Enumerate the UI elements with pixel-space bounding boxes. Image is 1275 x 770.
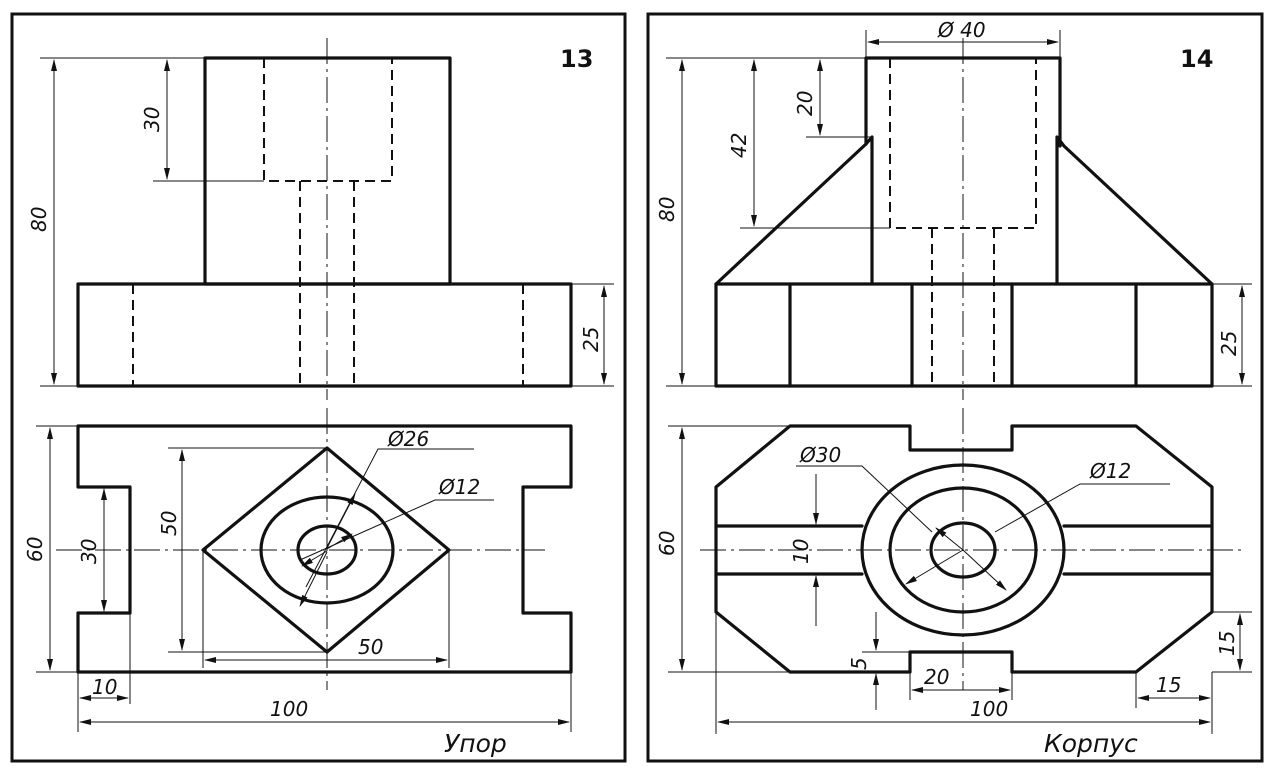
- dim-42-label: 42: [727, 133, 751, 158]
- dim-5-label: 5: [847, 657, 871, 670]
- dia-30-arrow-c: [962, 549, 1007, 591]
- dim-60-label: 60: [655, 531, 679, 556]
- dia-30-label: Ø30: [799, 443, 841, 467]
- counterbore-hidden-lines: [263, 58, 393, 182]
- panel-13-dimensions: 80 30 25 60 30 50 50 Ø26: [23, 57, 614, 732]
- panel-13-upor: 13 80 30: [10, 12, 627, 763]
- dim-10-label: 10: [789, 539, 813, 564]
- panel-14-front-view: [714, 38, 1214, 400]
- panel-13-title: Упор: [444, 729, 507, 758]
- dim-100-label: 100: [270, 697, 308, 721]
- right-rib-outline: [1055, 135, 1214, 286]
- panel-13-top-view: [56, 408, 573, 690]
- dim-30-label: 30: [140, 107, 164, 132]
- dia-30-arrow-a: [935, 527, 964, 551]
- dim-15-vertical-label: 15: [1215, 631, 1239, 656]
- dia-26-arrow-a: [326, 493, 356, 549]
- dim-30-slot-label: 30: [77, 539, 101, 564]
- dia-12-label: Ø12: [438, 475, 480, 499]
- dim-20-slot-label: 20: [924, 665, 949, 689]
- dia-40-label: Ø 40: [937, 18, 986, 42]
- panel-14-top-view: [700, 408, 1245, 690]
- panel-13-front-view: [76, 38, 573, 400]
- dim-60-label: 60: [23, 537, 47, 562]
- dia-30-arrow-b: [905, 549, 964, 585]
- leader-dia-26: [305, 448, 474, 588]
- left-rib-outline: [714, 135, 874, 286]
- panel-14-frame: [646, 12, 1264, 763]
- dim-25-label: 25: [579, 327, 603, 352]
- dim-50-vertical-label: 50: [157, 511, 181, 536]
- leader-dia-30: [796, 465, 933, 533]
- panel-13-frame: [10, 12, 627, 763]
- dia-12-label: Ø12: [1089, 459, 1131, 483]
- panel-13-number: 13: [560, 45, 593, 73]
- dim-80-label: 80: [27, 207, 51, 232]
- base-plate-outline: [76, 282, 573, 388]
- dim-10-label: 10: [92, 675, 117, 699]
- dim-100-label: 100: [970, 697, 1008, 721]
- base-outline: [714, 282, 1214, 388]
- dia-12-arrow-a: [326, 533, 353, 550]
- panel-14-number: 14: [1180, 45, 1213, 73]
- dia-12-arrow-b: [301, 550, 328, 567]
- panel-14-korpus: 14: [646, 12, 1264, 763]
- dim-15-horizontal-label: 15: [1156, 673, 1181, 697]
- leader-dia-12: [994, 483, 1170, 533]
- panel-14-title: Корпус: [1044, 729, 1138, 758]
- dia-26-arrow-b: [299, 551, 328, 607]
- dia-26-label: Ø26: [387, 427, 429, 451]
- dim-20-label: 20: [793, 91, 817, 116]
- leader-dia-12: [299, 499, 494, 561]
- dim-25-label: 25: [1217, 331, 1241, 356]
- dim-50-horizontal-label: 50: [358, 635, 383, 659]
- dim-80-label: 80: [655, 197, 679, 222]
- panel-14-dimensions: Ø 40 80 20 42 25 60 10: [655, 18, 1252, 734]
